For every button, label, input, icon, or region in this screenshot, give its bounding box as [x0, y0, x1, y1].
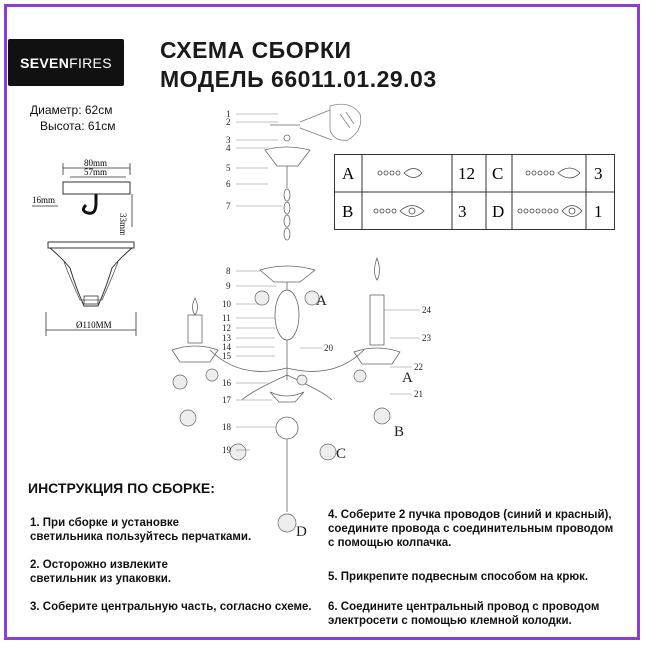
instructions-heading: ИНСТРУКЦИЯ ПО СБОРКЕ:: [28, 480, 215, 496]
step-2-line-1: 2. Осторожно извлеките: [30, 559, 168, 571]
instruction-step-5: 5. Прикрепите подвесным способом на крюк…: [328, 570, 588, 584]
callout-8: 8: [226, 266, 231, 276]
step-5-line-1: 5. Прикрепите подвесным способом на крюк…: [328, 571, 589, 583]
callout-20: 20: [324, 343, 334, 353]
step-3-line-1: 3. Соберите центральную часть, согласно …: [30, 601, 312, 613]
part-letter-c: C: [492, 164, 503, 183]
title-line-2: МОДЕЛЬ 66011.01.29.03: [160, 66, 437, 92]
crystal-c-icon: [525, 167, 581, 179]
callout-1: 1: [226, 109, 231, 119]
callout-21: 21: [414, 389, 423, 399]
hook-right-33: 33mm: [118, 213, 128, 235]
height-label: Высота: 61см: [40, 119, 116, 133]
crystal-letter-a1: A: [316, 293, 327, 309]
callout-6: 6: [226, 179, 231, 189]
step-2-line-2: светильник из упаковки.: [30, 573, 172, 585]
instruction-step-6: 6. Соедините центральный провод с провод…: [328, 600, 599, 628]
instruction-step-2: 2. Осторожно извлеките светильник из упа…: [30, 558, 171, 586]
step-6-line-1: 6. Соедините центральный провод с провод…: [328, 601, 600, 613]
part-letter-a: A: [342, 164, 355, 183]
part-letter-d: D: [492, 202, 504, 221]
callout-23: 23: [422, 333, 432, 343]
hook-width-80: 80mm: [84, 158, 107, 168]
callout-5: 5: [226, 163, 231, 173]
part-qty-b: 3: [458, 202, 467, 221]
crystal-b-icon: [373, 205, 425, 217]
callout-14: 14: [222, 342, 232, 352]
callout-7: 7: [226, 201, 231, 211]
callout-13: 13: [222, 333, 232, 343]
step-1-line-2: светильника пользуйтесь перчатками.: [30, 531, 252, 543]
parts-table: A 12 C 3 B 3 D 1: [334, 154, 615, 230]
instruction-step-4: 4. Соберите 2 пучка проводов (синий и кр…: [328, 508, 613, 550]
callout-18: 18: [222, 422, 232, 432]
crystal-letter-a2: A: [402, 370, 413, 386]
callout-3: 3: [226, 135, 231, 145]
hook-left-16: 16mm: [32, 195, 55, 205]
callout-16: 16: [222, 378, 232, 388]
step-1-line-1: 1. При сборке и установке: [30, 517, 180, 529]
instruction-step-3: 3. Соберите центральную часть, согласно …: [30, 600, 312, 614]
part-qty-c: 3: [594, 164, 603, 183]
instruction-step-1: 1. При сборке и установке светильника по…: [30, 516, 251, 544]
crystal-letter-d: D: [296, 524, 307, 540]
callout-12: 12: [222, 323, 231, 333]
callout-15: 15: [222, 351, 232, 361]
canopy-diameter: Ø110MM: [76, 320, 112, 330]
crystal-letter-b: B: [394, 424, 404, 440]
crystal-d-icon: [517, 205, 583, 217]
logo-text-bold: SEVEN: [20, 54, 70, 71]
hook-width-57: 57mm: [84, 167, 107, 177]
callout-19: 19: [222, 445, 232, 455]
callout-2: 2: [226, 117, 231, 127]
chandelier-diagram: A A B C D 1 2 3 4 5 6 7 8: [171, 103, 432, 540]
callout-11: 11: [222, 313, 231, 323]
hook-diagram: 80mm 57mm 16mm 33mm: [32, 158, 133, 235]
chain: [283, 188, 291, 241]
crystal-a-icon: [377, 168, 423, 178]
logo-text-rest: FIRES: [69, 54, 112, 71]
callout-22: 22: [414, 362, 423, 372]
step-6-line-2: электросети с помощью клемной колодки.: [328, 615, 572, 627]
callout-10: 10: [222, 299, 232, 309]
callout-4: 4: [226, 143, 231, 153]
page-frame: [4, 4, 640, 640]
title-line-1: СХЕМА СБОРКИ: [160, 37, 352, 63]
crystal-letter-c: C: [336, 446, 346, 462]
step-4-line-2: соедините провода с соединительным прово…: [328, 523, 614, 535]
callout-17: 17: [222, 395, 232, 405]
step-4-line-1: 4. Соберите 2 пучка проводов (синий и кр…: [328, 509, 612, 521]
callout-9: 9: [226, 281, 231, 291]
part-letter-b: B: [342, 202, 353, 221]
diameter-label: Диаметр: 62см: [30, 103, 113, 117]
part-qty-d: 1: [594, 202, 603, 221]
step-4-line-3: с помощью колпачка.: [328, 537, 452, 549]
canopy-diagram: Ø110MM: [45, 241, 137, 336]
part-qty-a: 12: [458, 164, 475, 183]
callout-24: 24: [422, 305, 432, 315]
